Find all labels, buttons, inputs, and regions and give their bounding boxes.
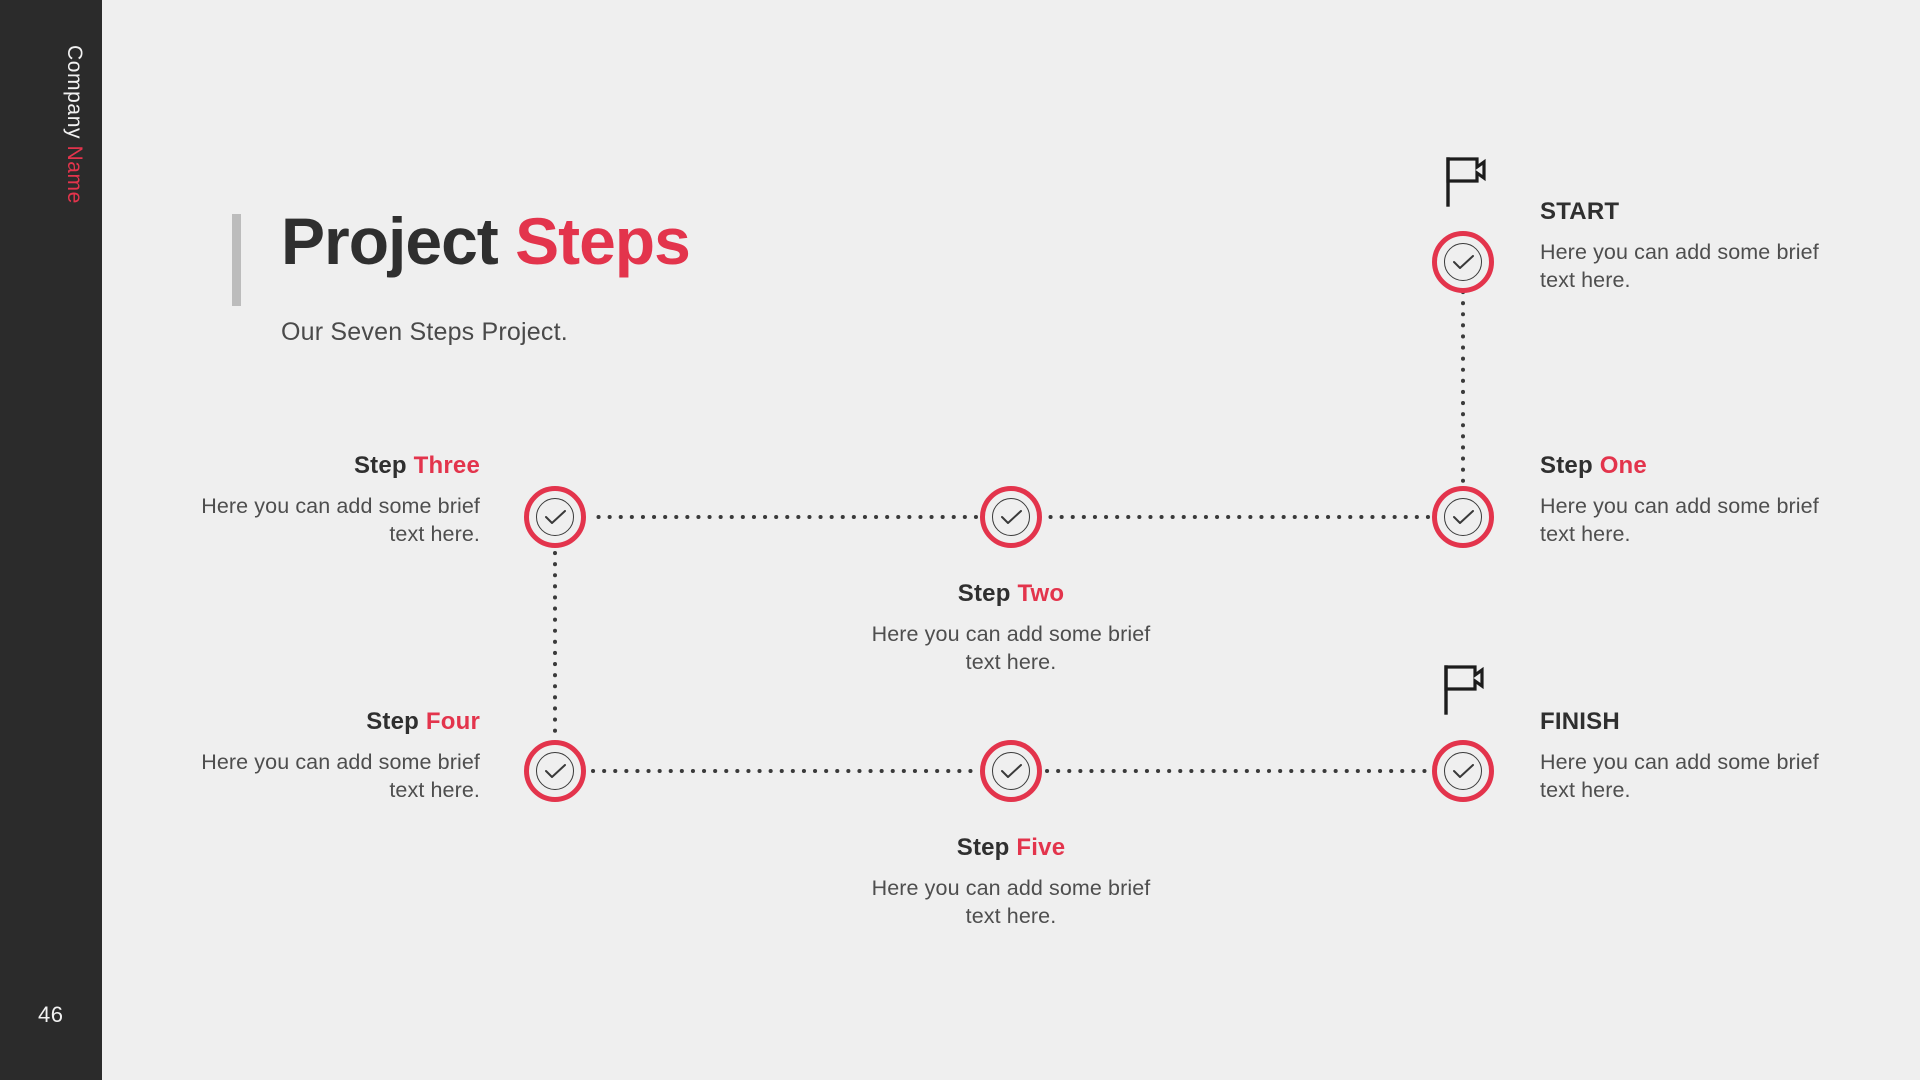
node-start[interactable] [1432, 231, 1494, 293]
block-step-one: Step One Here you can add some brief tex… [1540, 452, 1840, 549]
block-step-four-title-accent: Four [425, 708, 480, 735]
brand-label: Company Name [62, 45, 86, 204]
block-step-five: Step Five Here you can add some brief te… [861, 834, 1161, 931]
block-start-title: START [1540, 198, 1840, 227]
block-step-four-title-dark: Step [366, 708, 419, 735]
block-step-four-title: Step Four [180, 708, 480, 737]
block-start-title-dark: START [1540, 198, 1620, 225]
page-title-accent: Steps [515, 204, 691, 278]
block-step-three-body: Here you can add some brief text here. [201, 493, 480, 547]
block-step-five-title: Step Five [861, 834, 1161, 863]
block-start-body: Here you can add some brief text here. [1540, 239, 1819, 293]
check-circle-icon [536, 752, 574, 790]
check-circle-icon [536, 498, 574, 536]
node-step-five[interactable] [980, 740, 1042, 802]
node-step-two[interactable] [980, 486, 1042, 548]
page-heading: Project Steps Our Seven Steps Project. [232, 208, 691, 347]
block-step-four: Step Four Here you can add some brief te… [180, 708, 480, 805]
page-title: Project Steps [281, 208, 691, 274]
node-step-three[interactable] [524, 486, 586, 548]
node-step-four[interactable] [524, 740, 586, 802]
check-circle-icon [1444, 498, 1482, 536]
brand-company-text: Company [63, 45, 86, 140]
sidebar-rail: Company Name 46 [0, 0, 102, 1080]
block-step-two-body: Here you can add some brief text here. [871, 621, 1151, 675]
check-circle-icon [1444, 243, 1482, 281]
block-start: START Here you can add some brief text h… [1540, 198, 1840, 295]
block-finish-title: FINISH [1540, 708, 1840, 737]
block-step-three-title-dark: Step [353, 452, 407, 479]
block-step-five-body: Here you can add some brief text here. [871, 875, 1151, 929]
block-step-three-title: Step Three [180, 452, 480, 481]
block-step-two: Step Two Here you can add some brief tex… [861, 580, 1161, 677]
node-step-one[interactable] [1432, 486, 1494, 548]
block-finish-body: Here you can add some brief text here. [1540, 749, 1819, 803]
block-step-two-title-accent: Two [1017, 580, 1065, 607]
block-step-one-title-accent: One [1599, 452, 1647, 479]
block-step-one-title: Step One [1540, 452, 1840, 481]
flag-icon [1444, 665, 1484, 715]
heading-accent-bar [232, 214, 241, 306]
block-finish-title-dark: FINISH [1540, 708, 1620, 735]
block-step-four-body: Here you can add some brief text here. [201, 749, 480, 803]
page-subtitle: Our Seven Steps Project. [281, 318, 568, 346]
check-circle-icon [992, 752, 1030, 790]
check-circle-icon [1444, 752, 1482, 790]
block-step-three-title-accent: Three [413, 452, 480, 479]
block-step-two-title-dark: Step [957, 580, 1011, 607]
block-step-two-title: Step Two [861, 580, 1161, 609]
page-title-dark: Project [281, 204, 499, 278]
flag-icon [1446, 157, 1486, 207]
node-finish[interactable] [1432, 740, 1494, 802]
block-step-one-body: Here you can add some brief text here. [1540, 493, 1819, 547]
block-step-three: Step Three Here you can add some brief t… [180, 452, 480, 549]
brand-name-text: Name [63, 145, 86, 204]
check-circle-icon [992, 498, 1030, 536]
block-step-five-title-dark: Step [956, 834, 1010, 861]
block-step-five-title-accent: Five [1016, 834, 1066, 861]
block-step-one-title-dark: Step [1540, 452, 1593, 479]
block-finish: FINISH Here you can add some brief text … [1540, 708, 1840, 805]
page-number: 46 [38, 1002, 64, 1027]
